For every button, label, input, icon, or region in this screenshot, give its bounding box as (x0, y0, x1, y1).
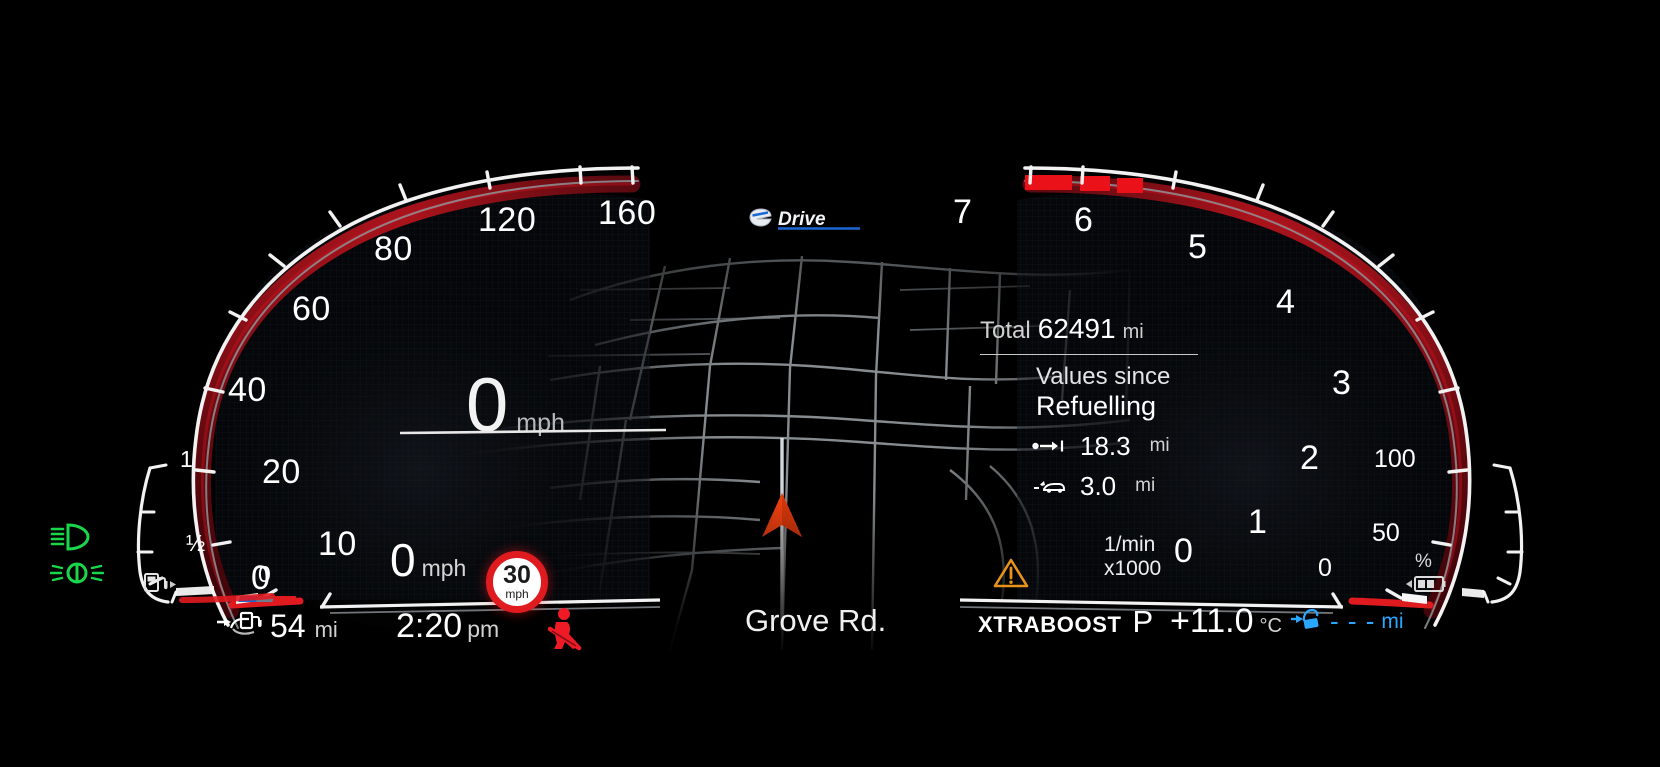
speed-limit-sign: 30 mph (486, 551, 548, 613)
battery-icon (1404, 573, 1446, 600)
current-street-name: Grove Rd. (745, 603, 887, 638)
trip-since-label: Values since (1036, 363, 1171, 390)
car-trip-icon (1032, 477, 1066, 495)
fuel-pump-icon (143, 570, 179, 599)
speedo-tick-10: 10 (318, 525, 357, 563)
odometer-row: Total 62491 mi (980, 313, 1220, 345)
fuel-range-readout: 54 mi (216, 608, 338, 645)
speedo-tick-160: 160 (598, 194, 657, 232)
fuel-tick-half: ½ (186, 530, 206, 556)
electric-range-readout: - - - mi (1290, 606, 1404, 637)
tacho-tick-0: 0 (1174, 532, 1194, 570)
odometer-label: Total (980, 317, 1031, 344)
clock-time: 2:20 (396, 607, 463, 645)
fuel-range-value: 54 (270, 608, 306, 644)
rpm-unit-label: 1/min x1000 (1104, 533, 1161, 580)
trip-divider (980, 354, 1198, 355)
trip-distance-unit: mi (1149, 435, 1170, 457)
low-beam-icon (50, 522, 96, 557)
clock-ampm: pm (467, 616, 500, 642)
trip-electric-unit: mi (1135, 475, 1156, 497)
trip-distance-value: 18.3 (1080, 430, 1131, 461)
range-to-refuel-icon (216, 608, 266, 643)
secondary-speed-readout: 0 mph (390, 534, 467, 586)
speedo-tick-60: 60 (292, 290, 331, 328)
trip-row-distance: 18.3 mi (1032, 431, 1220, 462)
xtraboost-and-gear: XTRABOOST P (978, 604, 1153, 640)
odometer-value: 62491 (1037, 313, 1116, 344)
rpm-unit-line2: x1000 (1104, 556, 1162, 580)
electric-range-unit: mi (1381, 609, 1404, 633)
sidelight-icon (49, 560, 105, 591)
speedo-tick-80: 80 (374, 230, 413, 268)
edrive-logo: Drive (748, 206, 862, 232)
svg-text:Drive: Drive (778, 209, 826, 230)
speedo-tick-120: 120 (478, 201, 537, 239)
speed-limit-value: 30 (503, 560, 531, 589)
battery-tick-100: 100 (1374, 445, 1416, 473)
tacho-tick-7: 7 (953, 193, 973, 231)
tacho-tick-3: 3 (1332, 364, 1352, 402)
trip-row-electric: 3.0 mi (1032, 471, 1220, 502)
speedo-tick-40: 40 (228, 371, 267, 409)
fuel-tick-full: 1 (180, 446, 193, 472)
trip-computer-panel[interactable]: Total 62491 mi Values since Refuelling 1… (980, 313, 1220, 502)
rpm-unit-line1: 1/min (1104, 533, 1156, 556)
distance-travelled-icon (1032, 437, 1066, 455)
battery-tick-50: 50 (1372, 519, 1400, 547)
ev-charge-icon (1290, 607, 1324, 636)
temperature-unit: °C (1259, 615, 1282, 637)
tacho-tick-2: 2 (1300, 439, 1320, 477)
odometer-unit: mi (1122, 321, 1144, 343)
trip-electric-value: 3.0 (1080, 470, 1117, 501)
fuel-tick-empty: 0 (258, 561, 271, 587)
speedo-tick-0: 0 (251, 559, 271, 597)
speed-limit-unit: mph (505, 587, 529, 602)
seatbelt-warning-icon (545, 607, 585, 658)
tacho-tick-1: 1 (1248, 503, 1268, 541)
general-warning-triangle-icon (993, 557, 1029, 594)
xtraboost-label: XTRABOOST (978, 612, 1122, 637)
outside-temperature: +11.0 °C (1170, 602, 1282, 641)
clock: 2:20 pm (396, 607, 499, 646)
secondary-speed-unit: mph (421, 555, 467, 581)
tacho-tick-4: 4 (1276, 283, 1296, 321)
battery-percent-label: % (1415, 551, 1432, 572)
speedo-tick-20: 20 (262, 453, 301, 491)
battery-tick-0: 0 (1318, 554, 1332, 582)
tacho-tick-6: 6 (1074, 201, 1094, 239)
gear-indicator: P (1132, 604, 1154, 639)
tacho-tick-5: 5 (1188, 228, 1208, 266)
fuel-range-unit: mi (314, 617, 338, 642)
electric-range-value: - - - (1330, 606, 1376, 636)
secondary-speed-value: 0 (390, 534, 416, 586)
temperature-value: +11.0 (1170, 602, 1254, 640)
speed-underline (399, 428, 667, 435)
trip-since-event: Refuelling (1036, 390, 1157, 421)
